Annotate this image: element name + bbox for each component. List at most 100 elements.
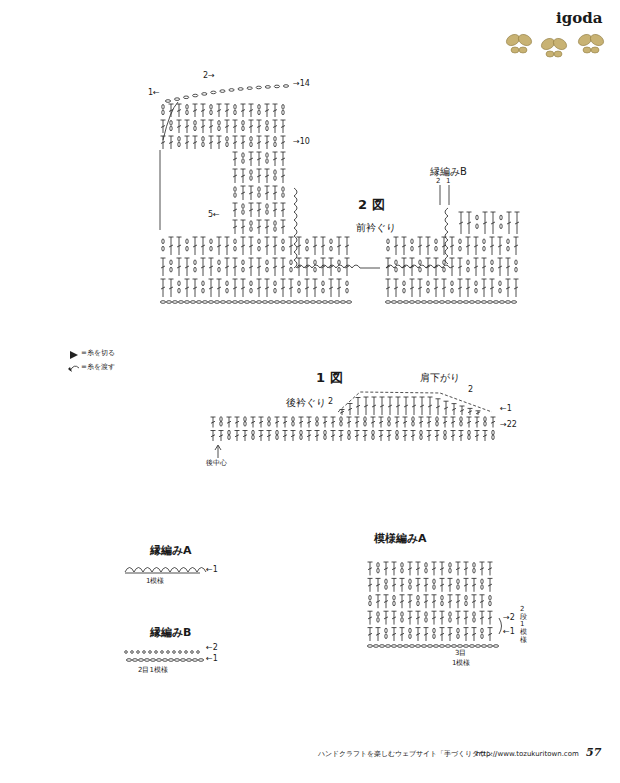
stitch — [417, 601, 419, 606]
stitch — [173, 651, 176, 654]
stitch — [220, 90, 225, 93]
stitch — [402, 265, 410, 268]
stitch — [283, 417, 288, 418]
stitch — [427, 417, 432, 418]
stitch — [377, 612, 379, 617]
stitch — [396, 430, 398, 435]
chart-label: 縁編みB — [150, 627, 191, 639]
stitch — [266, 210, 268, 215]
stitch — [387, 239, 389, 244]
stitch — [233, 226, 237, 228]
stitch — [416, 611, 421, 612]
chart-label: 縁編みB — [430, 166, 467, 177]
stitch — [170, 126, 172, 131]
stitch — [193, 104, 198, 105]
stitch — [434, 265, 442, 268]
stitch — [391, 301, 396, 304]
stitch — [265, 136, 270, 137]
stitch — [451, 430, 456, 431]
stitch — [251, 421, 255, 423]
stitch — [355, 417, 360, 418]
stitch — [409, 628, 411, 633]
stitch — [475, 430, 480, 431]
stitch — [420, 405, 424, 407]
stitch — [459, 222, 463, 224]
stitch — [397, 301, 402, 304]
stitch — [265, 220, 270, 221]
stitch — [162, 246, 164, 251]
stitch — [265, 186, 270, 187]
stitch — [376, 594, 381, 595]
stitch — [419, 417, 424, 418]
legend-symbols — [68, 351, 79, 372]
stitch — [468, 411, 472, 413]
stitch — [388, 405, 392, 407]
stitch — [439, 301, 444, 304]
stitch — [344, 265, 352, 268]
stitch — [445, 240, 448, 248]
stitch — [234, 239, 236, 244]
stitch — [488, 562, 493, 563]
stitch — [185, 651, 188, 654]
stitch — [490, 237, 495, 238]
stitch — [436, 398, 441, 399]
stitch — [250, 288, 252, 293]
stitch — [193, 245, 197, 247]
stitch — [162, 659, 167, 662]
stitch — [506, 266, 510, 268]
stitch — [282, 104, 284, 109]
stitch — [442, 287, 446, 289]
stitch — [225, 126, 229, 128]
stitch — [451, 281, 453, 286]
stitch — [404, 397, 409, 398]
stitch — [345, 245, 349, 247]
stitch — [515, 260, 517, 265]
stitch — [444, 430, 446, 435]
stitch — [491, 212, 496, 213]
stitch — [507, 239, 509, 244]
stitch — [418, 287, 422, 289]
stitch — [463, 301, 468, 304]
stitch — [209, 126, 213, 128]
stitch — [515, 267, 517, 272]
stitch — [329, 287, 333, 289]
stitch — [409, 579, 411, 584]
stitch — [241, 237, 246, 238]
chart-label: 1 図 — [316, 371, 343, 385]
stitch — [191, 651, 194, 654]
stitch — [178, 281, 180, 286]
stitch — [169, 287, 173, 289]
stitch — [232, 301, 237, 304]
stitch — [300, 430, 302, 435]
stitch — [481, 579, 483, 584]
stitch — [172, 301, 177, 304]
stitch — [408, 611, 413, 612]
stitch — [324, 430, 326, 435]
stitch — [233, 266, 237, 268]
stitch — [274, 221, 276, 226]
stitch — [184, 96, 189, 99]
stitch — [368, 633, 372, 635]
stitch — [384, 568, 388, 570]
stitch — [297, 245, 301, 247]
stitch — [257, 169, 262, 170]
stitch — [193, 287, 197, 289]
stitch — [217, 136, 222, 137]
stitch — [472, 584, 476, 586]
stitch — [265, 237, 270, 238]
stitch — [201, 245, 205, 247]
chart-label: →22 — [500, 421, 517, 430]
stitch — [209, 258, 214, 259]
stitch — [490, 287, 494, 289]
stitch — [321, 237, 326, 238]
stitch — [400, 578, 405, 579]
stitch — [467, 212, 472, 213]
stitch — [452, 403, 457, 404]
stitch — [427, 301, 432, 304]
stitch — [339, 435, 343, 437]
stitch — [456, 594, 461, 595]
stitch — [257, 152, 262, 153]
stitch — [428, 405, 432, 407]
stitch — [250, 281, 252, 286]
stitch — [298, 281, 300, 286]
